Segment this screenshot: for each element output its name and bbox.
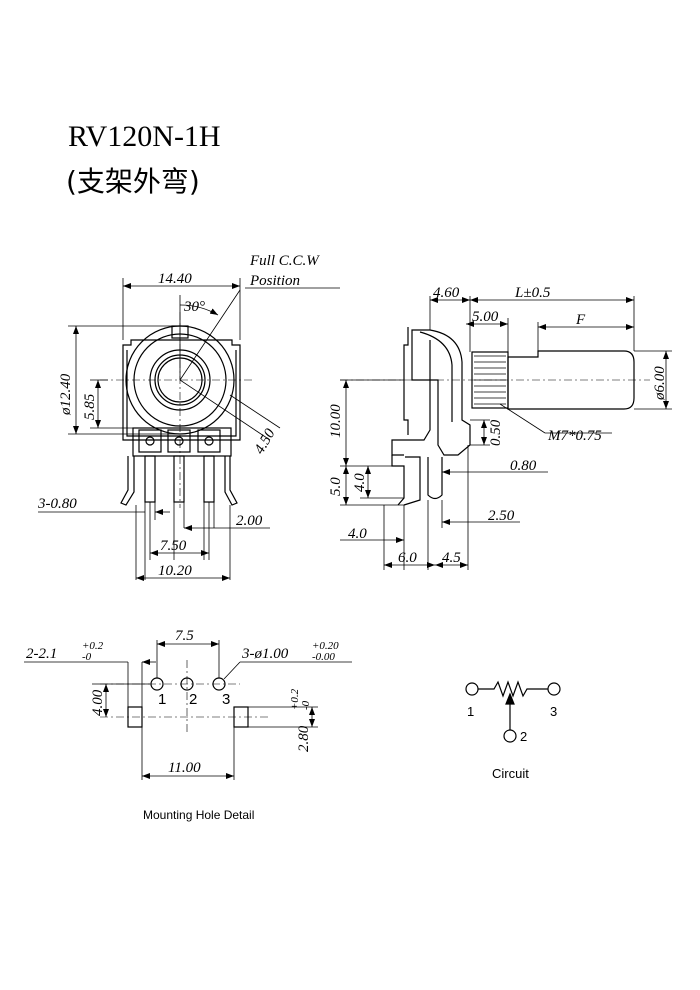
side-view-dimensions: [340, 296, 672, 570]
side-bracket-foot: [391, 455, 405, 506]
slot-height-tol-upper: +0.2: [289, 688, 301, 710]
front-view-dimensions: [38, 278, 270, 581]
slot-height-tol-lower: -0: [300, 700, 312, 710]
side-pin: [427, 457, 443, 500]
bushing-depth-dim: 4.60: [433, 285, 460, 301]
slot-tol-upper: +0.2: [82, 640, 104, 652]
mount-pin-1-label: 1: [158, 691, 166, 708]
circuit-schematic: [465, 680, 561, 743]
foot-width-dim: 6.0: [398, 550, 417, 566]
shaft-length-dim: L±0.5: [514, 285, 551, 301]
shaft: [507, 350, 635, 410]
part-number-title: RV120N-1H: [68, 120, 221, 153]
pin-span-dim: 7.50: [160, 538, 187, 554]
slot-tol-lower: -0: [82, 651, 92, 663]
mount-pin-2-label: 2: [189, 691, 197, 708]
mounting-dimensions: [24, 640, 352, 780]
row-offset-dim: 4.00: [90, 689, 106, 716]
pin-2: [173, 455, 185, 503]
hole-tol-lower: -0.00: [312, 651, 335, 663]
diameter-dim: ø12.40: [58, 373, 74, 416]
hole-label: 3-ø1.00: [241, 646, 289, 662]
front-bracket-outline: [122, 339, 241, 441]
flat-length-dim: F: [575, 312, 586, 328]
circuit-pin-2-label: 2: [520, 729, 527, 744]
circuit-pin-1-label: 1: [467, 704, 474, 719]
pin-offset-small-dim: 2.50: [488, 508, 515, 524]
center-height-dim: 5.85: [82, 393, 98, 420]
pin-thickness-dim: 0.80: [510, 458, 537, 474]
angle-dim: 30°: [183, 299, 205, 315]
slot-label: 2-2.1: [26, 646, 57, 662]
side-housing: [411, 329, 471, 456]
pin-1: [144, 455, 156, 503]
mount-pitch-dim: 7.5: [175, 628, 194, 644]
pin-width-dim: 3-0.80: [37, 496, 77, 512]
hole-tol-upper: +0.20: [312, 640, 339, 652]
circuit-terminal-1: [465, 682, 479, 696]
position-label: Position: [249, 273, 300, 289]
circuit-pin-3-label: 3: [550, 704, 557, 719]
pin-inner-dim: 4.0: [352, 473, 368, 492]
mounting-labels: 7.5 2-2.1 +0.2 -0 3-ø1.00 +0.20 -0.00 4.…: [26, 628, 339, 822]
mount-span-dim: 11.00: [168, 760, 201, 776]
part-variant-subtitle: (支架外弯): [66, 165, 200, 198]
side-view-labels: 4.60 L±0.5 5.00 F ø6.00 10.00 M7*0.75 0.…: [328, 285, 668, 566]
mounting-caption: Mounting Hole Detail: [143, 808, 254, 822]
full-ccw-label: Full C.C.W: [249, 253, 320, 269]
mounting-hole-detail: [100, 660, 270, 735]
gap-dim: 0.50: [488, 419, 504, 446]
right-bracket-leg: [224, 456, 238, 506]
foot-gap-dim: 4.5: [442, 550, 461, 566]
slot-height-dim: 2.80: [296, 725, 312, 752]
resistor-zigzag: [478, 680, 548, 698]
pin-3: [203, 455, 215, 503]
front-width-dim: 14.40: [158, 271, 192, 287]
side-view: [340, 327, 650, 506]
thread-spec: M7*0.75: [547, 428, 602, 444]
left-bracket-leg: [120, 456, 135, 506]
pin-pitch-dim: 2.00: [236, 513, 263, 529]
center-height-10-dim: 10.00: [328, 404, 344, 438]
circuit-caption: Circuit: [492, 766, 529, 781]
thread-length-dim: 5.00: [472, 309, 499, 325]
mount-pin-3-label: 3: [222, 691, 230, 708]
circuit-labels: 1 3 2 Circuit: [467, 704, 557, 781]
front-view: [100, 287, 340, 508]
circuit-terminal-2: [503, 729, 517, 743]
shaft-diameter-dim: ø6.00: [652, 366, 668, 401]
circuit-terminal-3: [547, 682, 561, 696]
pin-height-dim: 5.0: [328, 477, 344, 496]
pin-offset-large-dim: 4.0: [348, 526, 367, 542]
bracket-width-dim: 10.20: [158, 563, 192, 579]
front-view-labels: Full C.C.W Position 14.40 30° ø12.40 5.8…: [37, 253, 320, 579]
